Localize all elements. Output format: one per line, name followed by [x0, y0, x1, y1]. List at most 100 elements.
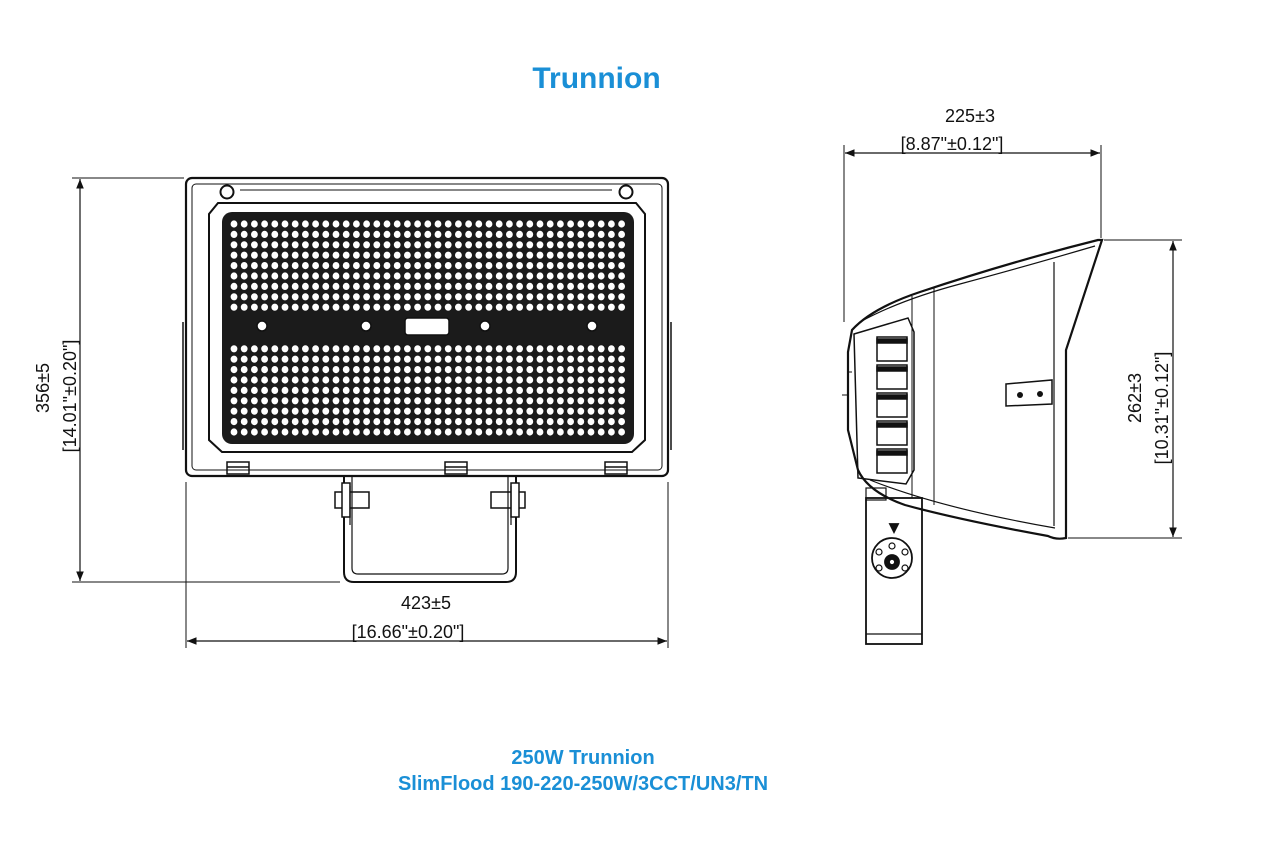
led-lens: [566, 302, 575, 312]
led-lens: [341, 271, 351, 281]
led-lens: [290, 354, 300, 364]
led-lens: [280, 344, 290, 354]
led-lens: [341, 417, 351, 427]
led-lens: [331, 219, 341, 229]
led-lens: [464, 292, 474, 302]
led-lens: [372, 302, 382, 312]
led-lens: [301, 365, 310, 375]
led-lens: [362, 302, 372, 312]
led-lens: [545, 427, 555, 437]
led-lens: [260, 292, 270, 302]
led-lens: [515, 271, 524, 281]
led-lens: [392, 229, 402, 239]
led-lens: [250, 385, 259, 395]
led-lens: [239, 354, 249, 364]
led-lens: [392, 261, 402, 271]
led-lens: [290, 302, 300, 312]
led-lens: [229, 271, 239, 281]
led-lens: [607, 385, 616, 395]
led-lens: [372, 344, 382, 354]
led-lens: [311, 385, 321, 395]
led-lens: [280, 281, 290, 291]
led-lens: [443, 417, 453, 427]
led-lens: [331, 271, 341, 281]
led-lens: [301, 229, 310, 239]
led-lens: [596, 302, 606, 312]
led-lens: [505, 250, 514, 260]
led-lens: [443, 271, 453, 281]
led-lens: [576, 302, 586, 312]
led-lens: [239, 229, 249, 239]
led-lens: [382, 261, 392, 271]
led-lens: [586, 427, 596, 437]
led-lens: [352, 344, 361, 354]
led-lens: [321, 406, 331, 416]
led-lens: [341, 240, 351, 250]
led-lens: [576, 396, 586, 406]
led-lens: [556, 396, 565, 406]
led-lens: [464, 261, 474, 271]
led-lens: [576, 354, 586, 364]
led-lens: [250, 250, 259, 260]
led-lens: [372, 261, 382, 271]
led-lens: [617, 219, 626, 229]
led-lens: [443, 229, 453, 239]
led-lens: [290, 427, 300, 437]
led-lens: [474, 427, 484, 437]
led-lens: [433, 396, 443, 406]
led-lens: [607, 344, 616, 354]
led-lens: [423, 292, 433, 302]
led-lens: [382, 271, 392, 281]
led-lens: [321, 427, 331, 437]
led-lens: [443, 261, 453, 271]
led-lens: [290, 250, 300, 260]
led-lens: [362, 406, 372, 416]
led-lens: [362, 344, 372, 354]
led-lens: [586, 250, 596, 260]
led-lens: [392, 344, 402, 354]
led-lens: [392, 271, 402, 281]
led-lens: [270, 385, 280, 395]
led-lens: [464, 229, 474, 239]
led-lens: [239, 375, 249, 385]
led-lens: [586, 406, 596, 416]
led-lens: [331, 427, 341, 437]
led-lens: [423, 396, 433, 406]
led-lens: [341, 354, 351, 364]
led-lens: [362, 365, 372, 375]
led-lens: [372, 292, 382, 302]
led-lens: [321, 302, 331, 312]
led-lens: [413, 281, 423, 291]
led-lens: [362, 281, 372, 291]
led-lens: [494, 281, 504, 291]
led-lens: [535, 365, 545, 375]
led-lens: [515, 406, 524, 416]
led-lens: [535, 281, 545, 291]
led-lens: [525, 375, 535, 385]
led-lens: [515, 250, 524, 260]
led-lens: [311, 417, 321, 427]
led-lens: [607, 396, 616, 406]
led-lens: [250, 229, 259, 239]
front-height-mm: 356±5: [33, 363, 53, 413]
side-depth-mm: 225±3: [945, 106, 995, 126]
led-lens: [331, 417, 341, 427]
led-lens: [515, 240, 524, 250]
led-lens: [433, 240, 443, 250]
led-lens: [617, 229, 626, 239]
led-lens: [454, 396, 463, 406]
led-lens: [443, 240, 453, 250]
led-lens: [260, 375, 270, 385]
led-lens: [484, 427, 494, 437]
led-lens: [341, 302, 351, 312]
led-lens: [535, 417, 545, 427]
trunnion-bracket: [334, 476, 526, 583]
led-lens: [321, 344, 331, 354]
led-lens: [290, 240, 300, 250]
led-lens: [403, 281, 412, 291]
led-lens: [250, 344, 259, 354]
led-lens: [545, 302, 555, 312]
led-lens: [362, 271, 372, 281]
led-lens: [556, 229, 565, 239]
led-lens: [525, 385, 535, 395]
